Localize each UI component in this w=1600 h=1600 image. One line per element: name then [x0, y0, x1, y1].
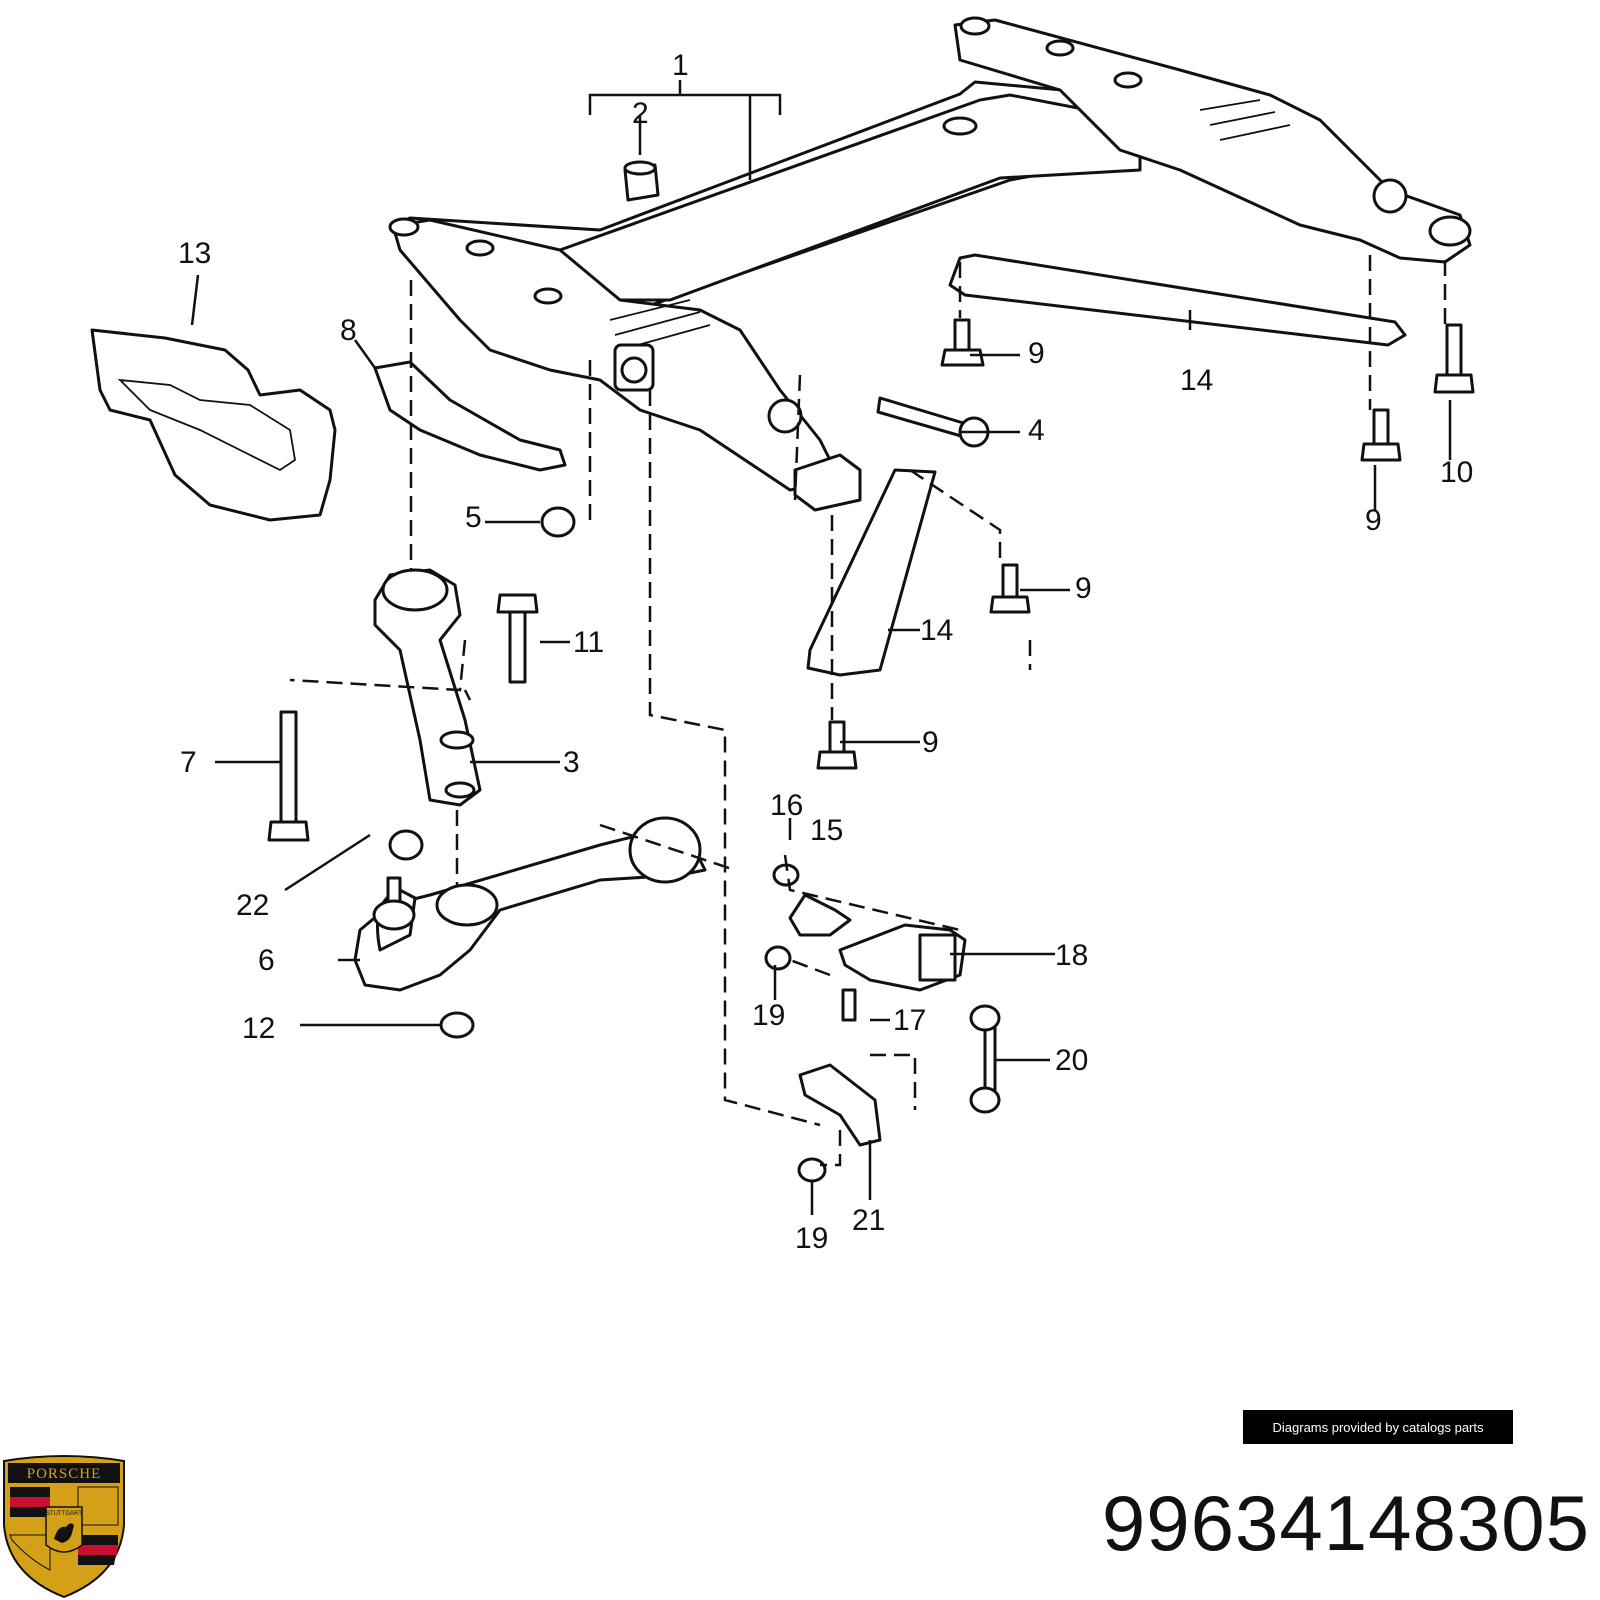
part-2-bushing — [623, 160, 660, 202]
callout-13: 13 — [178, 237, 211, 270]
callout-12: 12 — [242, 1012, 275, 1045]
diagram-credit-badge: Diagrams provided by catalogs parts — [1243, 1410, 1513, 1444]
callout-14-b: 14 — [920, 614, 953, 647]
callout-3: 3 — [563, 746, 580, 779]
callout-21: 21 — [852, 1204, 885, 1237]
part-13-heat-shield — [90, 328, 337, 522]
callout-22: 22 — [236, 889, 269, 922]
callout-2: 2 — [632, 97, 649, 130]
callout-19-b: 19 — [795, 1222, 828, 1255]
callout-16: 16 — [770, 789, 803, 822]
part-6-control-arm — [353, 833, 707, 992]
callout-1: 1 — [672, 49, 689, 82]
subframe-drawing — [388, 16, 1472, 512]
part-number: 99634148305 — [1101, 1479, 1590, 1567]
callout-9-c: 9 — [1075, 572, 1092, 605]
callout-9-b: 9 — [1365, 504, 1382, 537]
callout-18: 18 — [1055, 939, 1088, 972]
callout-8: 8 — [340, 314, 357, 347]
callout-10: 10 — [1440, 456, 1473, 489]
leader-lines — [190, 80, 1452, 1215]
callout-7: 7 — [180, 746, 197, 779]
porsche-crest-logo: PORSCHE STUTTGART — [3, 1455, 125, 1599]
callout-4: 4 — [1028, 414, 1045, 447]
part-14-brace-lower — [806, 468, 937, 677]
level-sensor-assembly — [764, 863, 1001, 1183]
callout-9-d: 9 — [922, 726, 939, 759]
callout-11: 11 — [573, 626, 604, 659]
callout-labels: 1 2 13 8 9 14 4 10 9 5 9 11 14 7 3 9 16 … — [178, 49, 1473, 1255]
callout-15: 15 — [810, 814, 843, 847]
callout-14-a: 14 — [1180, 364, 1213, 397]
callout-9-a: 9 — [1028, 337, 1045, 370]
callout-20: 20 — [1055, 1044, 1088, 1077]
callout-5: 5 — [465, 501, 482, 534]
callout-17: 17 — [893, 1004, 926, 1037]
part-8-bracket — [373, 360, 567, 472]
callout-6: 6 — [258, 944, 275, 977]
part-14-brace-right — [948, 253, 1407, 347]
logo-city: STUTTGART — [46, 1511, 82, 1517]
callout-19-a: 19 — [752, 999, 785, 1032]
logo-wordmark: PORSCHE — [27, 1466, 102, 1482]
